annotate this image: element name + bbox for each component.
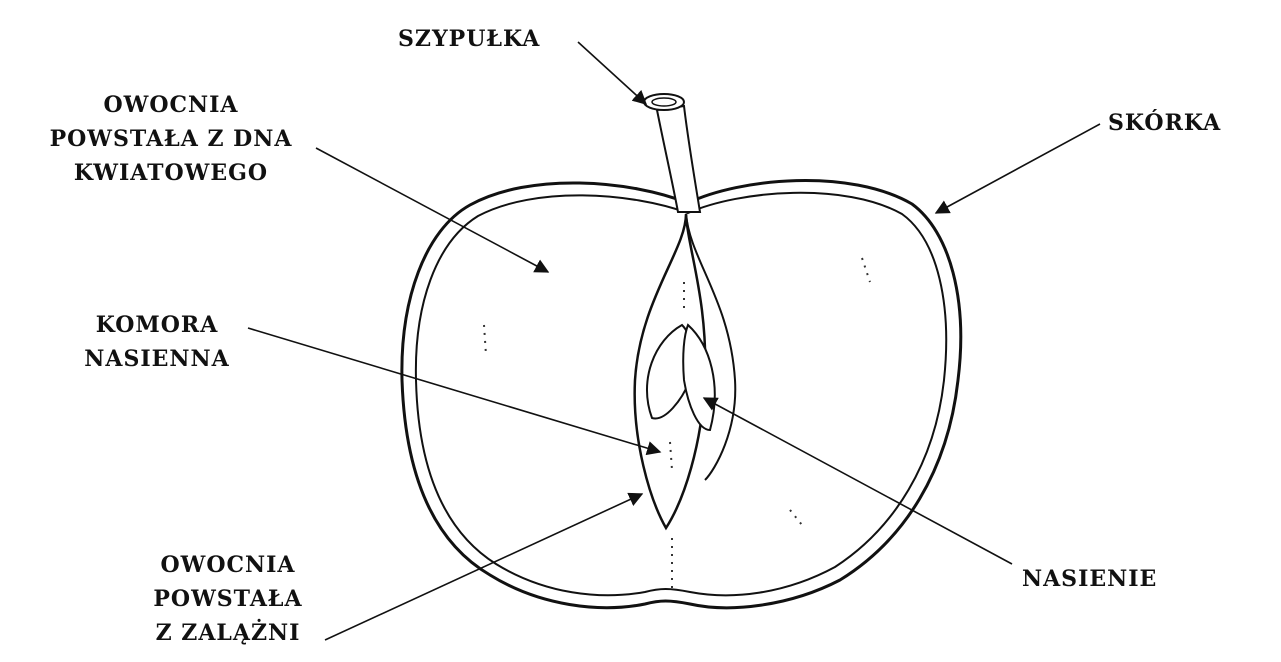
- arrow-owocnia-dno: [316, 148, 548, 272]
- arrow-szypulka: [578, 42, 646, 104]
- label-owocnia-zalazni-line-3: Z ZALĄŻNI: [128, 616, 328, 650]
- arrow-nasienie: [704, 398, 1012, 564]
- texture-dots: [484, 258, 870, 592]
- label-owocnia-dno-line-3: KWIATOWEGO: [40, 156, 302, 190]
- label-owocnia-zalazni-line-2: POWSTAŁA: [128, 582, 328, 616]
- arrow-komora: [248, 328, 660, 452]
- label-owocnia-dno: OWOCNIA POWSTAŁA Z DNA KWIATOWEGO: [40, 88, 302, 190]
- label-owocnia-dno-line-1: OWOCNIA: [40, 88, 302, 122]
- arrow-owocnia-zalazni: [325, 494, 642, 640]
- label-owocnia-dno-line-2: POWSTAŁA Z DNA: [40, 122, 302, 156]
- arrow-skorka: [936, 124, 1100, 213]
- label-szypulka: SZYPUŁKA: [398, 22, 540, 56]
- label-komora-line-2: NASIENNA: [62, 342, 252, 376]
- stem: [644, 94, 700, 212]
- label-owocnia-zalazni-line-1: OWOCNIA: [128, 548, 328, 582]
- label-komora-line-1: KOMORA: [62, 308, 252, 342]
- label-nasienie: NASIENIE: [1022, 562, 1157, 596]
- label-komora: KOMORA NASIENNA: [62, 308, 252, 376]
- label-skorka: SKÓRKA: [1108, 106, 1221, 140]
- label-owocnia-zalazni: OWOCNIA POWSTAŁA Z ZALĄŻNI: [128, 548, 328, 650]
